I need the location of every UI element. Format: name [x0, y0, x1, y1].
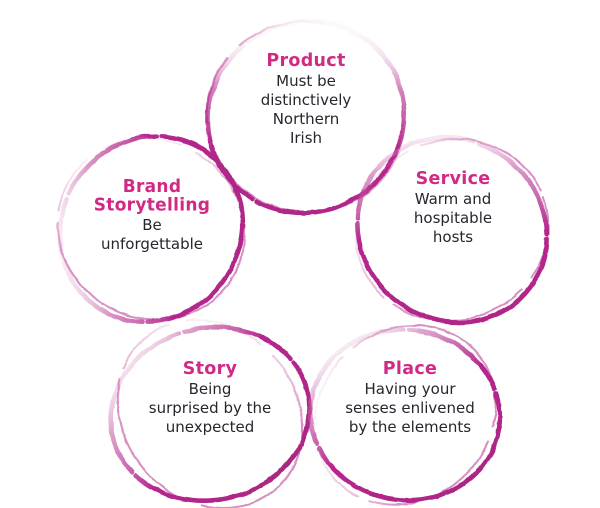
- node-story-heading: Story: [182, 358, 238, 380]
- node-story-body: Being surprised by the unexpected: [148, 379, 272, 436]
- node-brand-storytelling-body: Be unforgettable: [101, 215, 203, 253]
- node-place-body: Having your senses enlivened by the elem…: [345, 379, 475, 436]
- node-product-body: Must be distinctively Northern Irish: [260, 71, 352, 147]
- node-place: Place Having your senses enlivened by th…: [322, 358, 498, 437]
- node-story: Story Being surprised by the unexpected: [118, 358, 302, 437]
- node-product: Product Must be distinctively Northern I…: [224, 50, 388, 147]
- node-service-body: Warm and hospitable hosts: [413, 189, 493, 246]
- node-service: Service Warm and hospitable hosts: [372, 168, 534, 247]
- node-brand-storytelling: Brand Storytelling Be unforgettable: [68, 178, 236, 254]
- node-service-heading: Service: [415, 168, 491, 190]
- node-brand-storytelling-heading: Brand Storytelling: [93, 176, 211, 216]
- node-product-heading: Product: [266, 50, 346, 72]
- node-place-heading: Place: [382, 358, 438, 380]
